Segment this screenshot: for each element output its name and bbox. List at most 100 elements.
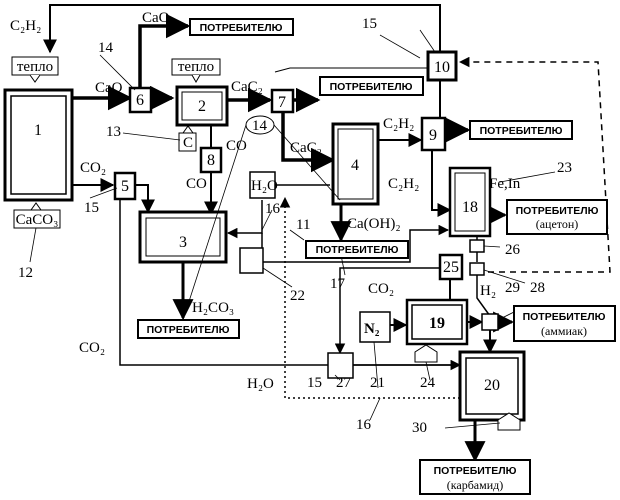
ref-16-a: 16 xyxy=(265,201,281,217)
label-c2h2-b: C₂H₂ xyxy=(388,176,419,192)
consumer-urea: ПОТРЕБИТЕЛЮ (карбамид) xyxy=(420,460,530,494)
consumer-ammonia-sub: (аммиак) xyxy=(541,324,587,338)
block-3-label: 3 xyxy=(179,234,187,251)
heat-label-1: тепло xyxy=(17,59,53,75)
ref-24: 24 xyxy=(420,375,436,391)
block-25: 25 xyxy=(440,255,462,279)
block-2-label: 2 xyxy=(198,98,206,115)
label-co2-a: CO₂ xyxy=(80,160,106,176)
block-10-label: 10 xyxy=(434,59,450,76)
block-3: 3 xyxy=(140,212,226,262)
label-fein: Fe,In xyxy=(489,176,521,192)
label-cac2-a: CaC₂ xyxy=(231,79,263,95)
svg-text:ПОТРЕБИТЕЛЮ: ПОТРЕБИТЕЛЮ xyxy=(147,324,230,336)
block-8: 8 xyxy=(201,148,221,172)
block-20: 20 xyxy=(460,352,524,420)
block-7-label: 7 xyxy=(278,94,286,111)
svg-text:ПОТРЕБИТЕЛЮ: ПОТРЕБИТЕЛЮ xyxy=(516,205,599,217)
block-9: 9 xyxy=(422,118,445,150)
label-c2h2-top: C₂H₂ xyxy=(10,18,41,34)
block-25-label: 25 xyxy=(443,259,459,276)
ref-14-b: 14 xyxy=(252,118,268,134)
block-20-label: 20 xyxy=(484,377,500,394)
ref-29: 29 xyxy=(505,280,520,296)
box-29 xyxy=(482,314,498,330)
c2h2-line-9-18 xyxy=(432,150,450,210)
block-5-label: 5 xyxy=(121,178,129,195)
consumer-ammonia: ПОТРЕБИТЕЛЮ (аммиак) xyxy=(514,306,615,341)
consumer-top: ПОТРЕБИТЕЛЮ xyxy=(190,19,293,35)
label-h2: H₂ xyxy=(480,283,496,299)
svg-text:ПОТРЕБИТЕЛЮ: ПОТРЕБИТЕЛЮ xyxy=(316,244,399,256)
ref-14-a: 14 xyxy=(98,40,114,56)
box-22 xyxy=(240,248,263,273)
label-h2co3: H₂CO₃ xyxy=(192,300,234,316)
svg-text:ПОТРЕБИТЕЛЮ: ПОТРЕБИТЕЛЮ xyxy=(523,311,606,323)
label-co2-b: CO₂ xyxy=(79,340,105,356)
ref-15-left: 15 xyxy=(84,200,99,216)
caco3-label: CaCO₃ xyxy=(16,212,59,228)
carbon-feed: C xyxy=(179,126,196,151)
label-h2o-bottom: H₂O xyxy=(247,376,274,392)
ref-28: 28 xyxy=(530,280,545,296)
ref-11: 11 xyxy=(296,217,310,233)
ref-26: 26 xyxy=(505,242,521,258)
block-7: 7 xyxy=(272,90,293,112)
ref-17: 17 xyxy=(330,276,346,292)
block-1-label: 1 xyxy=(34,122,42,139)
label-n2: N₂ xyxy=(364,321,380,337)
block-19-label: 19 xyxy=(429,315,445,332)
block-9-label: 9 xyxy=(429,127,437,144)
sign-24 xyxy=(415,345,437,362)
consumer-c2h2: ПОТРЕБИТЕЛЮ xyxy=(470,121,572,139)
consumer-cac2: ПОТРЕБИТЕЛЮ xyxy=(320,77,423,95)
ref-15-bottom: 15 xyxy=(307,375,322,391)
block-10: 10 xyxy=(428,52,456,80)
ref-23: 23 xyxy=(557,160,572,176)
box-28 xyxy=(470,263,484,275)
consumer-urea-sub: (карбамид) xyxy=(447,478,504,492)
svg-text:ПОТРЕБИТЕЛЮ: ПОТРЕБИТЕЛЮ xyxy=(200,22,283,34)
caco3-feed: CaCO₃ xyxy=(14,203,60,228)
line-10-left xyxy=(275,68,430,72)
label-co-b: CO xyxy=(186,176,207,192)
block-6-label: 6 xyxy=(136,92,144,109)
block-6: 6 xyxy=(130,88,151,112)
heat-label-2: тепло xyxy=(178,59,214,75)
label-co2-c: CO₂ xyxy=(368,281,394,297)
ref-27: 27 xyxy=(336,375,352,391)
heat-sign-2: тепло xyxy=(172,59,220,82)
consumer-acetone-sub: (ацетон) xyxy=(536,217,579,231)
block-19: 19 xyxy=(407,300,467,344)
svg-text:ПОТРЕБИТЕЛЮ: ПОТРЕБИТЕЛЮ xyxy=(434,465,517,477)
block-18: 18 xyxy=(450,168,490,236)
label-cac2-b: CaC₂ xyxy=(290,140,322,156)
block-1: 1 xyxy=(5,90,72,200)
co2-line-5-3 xyxy=(135,185,148,212)
svg-text:ПОТРЕБИТЕЛЮ: ПОТРЕБИТЕЛЮ xyxy=(480,125,563,137)
carbon-label: C xyxy=(183,135,193,151)
ref-12: 12 xyxy=(18,265,33,281)
block-5: 5 xyxy=(115,173,135,199)
ref-15-top: 15 xyxy=(362,16,377,32)
svg-text:ПОТРЕБИТЕЛЮ: ПОТРЕБИТЕЛЮ xyxy=(330,81,413,93)
block-2: 2 xyxy=(177,87,227,125)
h2o-line-to-3 xyxy=(228,200,262,233)
block-4-label: 4 xyxy=(351,157,359,174)
block-8-label: 8 xyxy=(207,152,215,169)
consumer-h2co3: ПОТРЕБИТЕЛЮ xyxy=(138,320,239,338)
block-4: 4 xyxy=(333,124,378,204)
label-c2h2-a: C₂H₂ xyxy=(383,116,414,132)
cao-line-6-consumer xyxy=(140,26,188,88)
ref-21: 21 xyxy=(370,375,385,391)
ref-22: 22 xyxy=(290,288,305,304)
label-cao-top: CaO xyxy=(142,10,170,26)
consumer-acetone: ПОТРЕБИТЕЛЮ (ацетон) xyxy=(507,200,607,234)
box-26 xyxy=(470,240,484,252)
ref-30: 30 xyxy=(412,420,427,436)
label-cao-left: CaO xyxy=(95,80,123,96)
block-18-label: 18 xyxy=(462,199,478,216)
label-caoh2: Ca(OH)₂ xyxy=(347,216,401,232)
label-h2o-box: H₂O xyxy=(251,178,278,194)
